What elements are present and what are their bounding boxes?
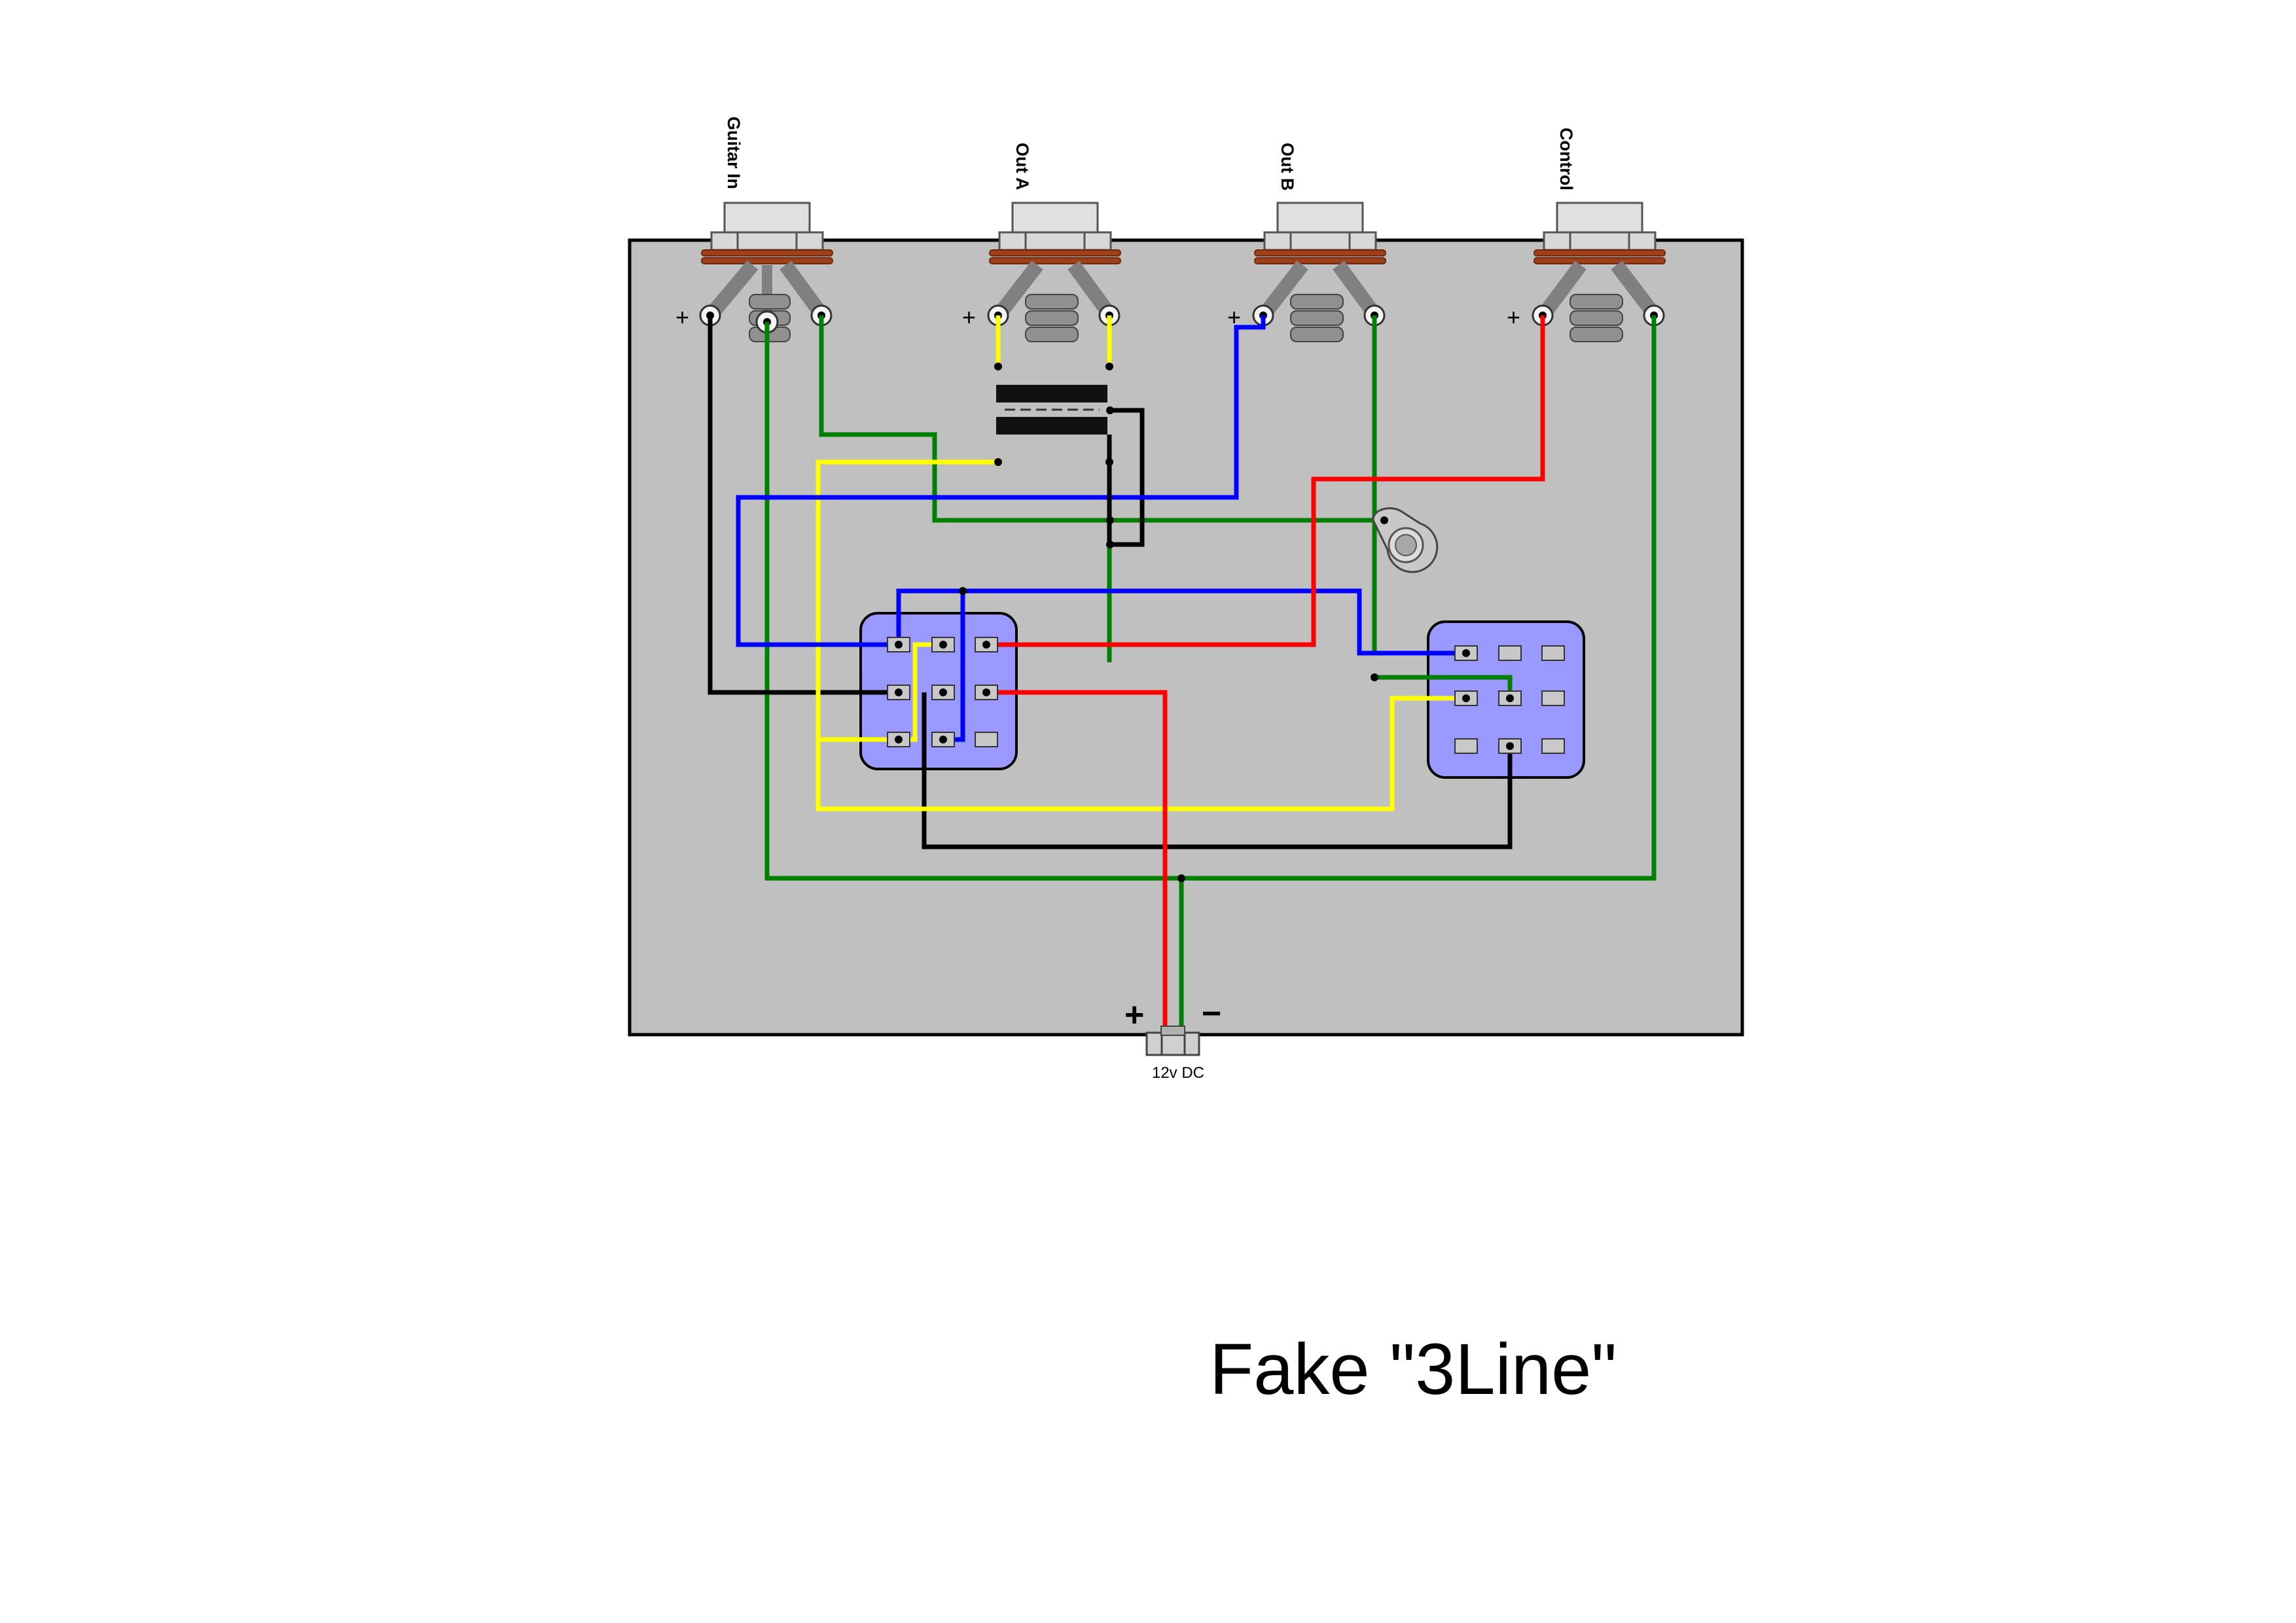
- wires-red: [986, 315, 1545, 1031]
- ground-lug: [1372, 507, 1439, 573]
- jack-out-a: [987, 202, 1121, 342]
- jack-label-guitar-in: Guitar In: [724, 116, 744, 189]
- power-label: 12v DC: [1152, 1064, 1204, 1082]
- wires-black: [708, 315, 1513, 849]
- plus-sign-out-a: +: [962, 304, 976, 330]
- junction-dots: [1177, 874, 1185, 882]
- diagram-title: Fake "3Line": [1210, 1329, 1617, 1410]
- jack-control: [1532, 202, 1666, 342]
- wires-green: [764, 315, 1657, 1031]
- plus-sign-control: +: [1507, 304, 1520, 330]
- jack-label-control: Control: [1556, 128, 1576, 190]
- transformer-leads: [994, 363, 1114, 548]
- plus-sign-guitar-in: +: [675, 304, 689, 330]
- power-minus-label: −: [1202, 995, 1221, 1033]
- power-plus-label: +: [1124, 996, 1144, 1034]
- transformer: [996, 385, 1107, 435]
- switch-left-lugs: [887, 587, 998, 747]
- jack-label-out-a: Out A: [1013, 143, 1032, 190]
- jack-label-out-b: Out B: [1278, 143, 1297, 191]
- switch-right-lugs: [1371, 645, 1565, 754]
- dc-power-jack: [1145, 1026, 1200, 1056]
- plus-sign-out-b: +: [1227, 304, 1241, 330]
